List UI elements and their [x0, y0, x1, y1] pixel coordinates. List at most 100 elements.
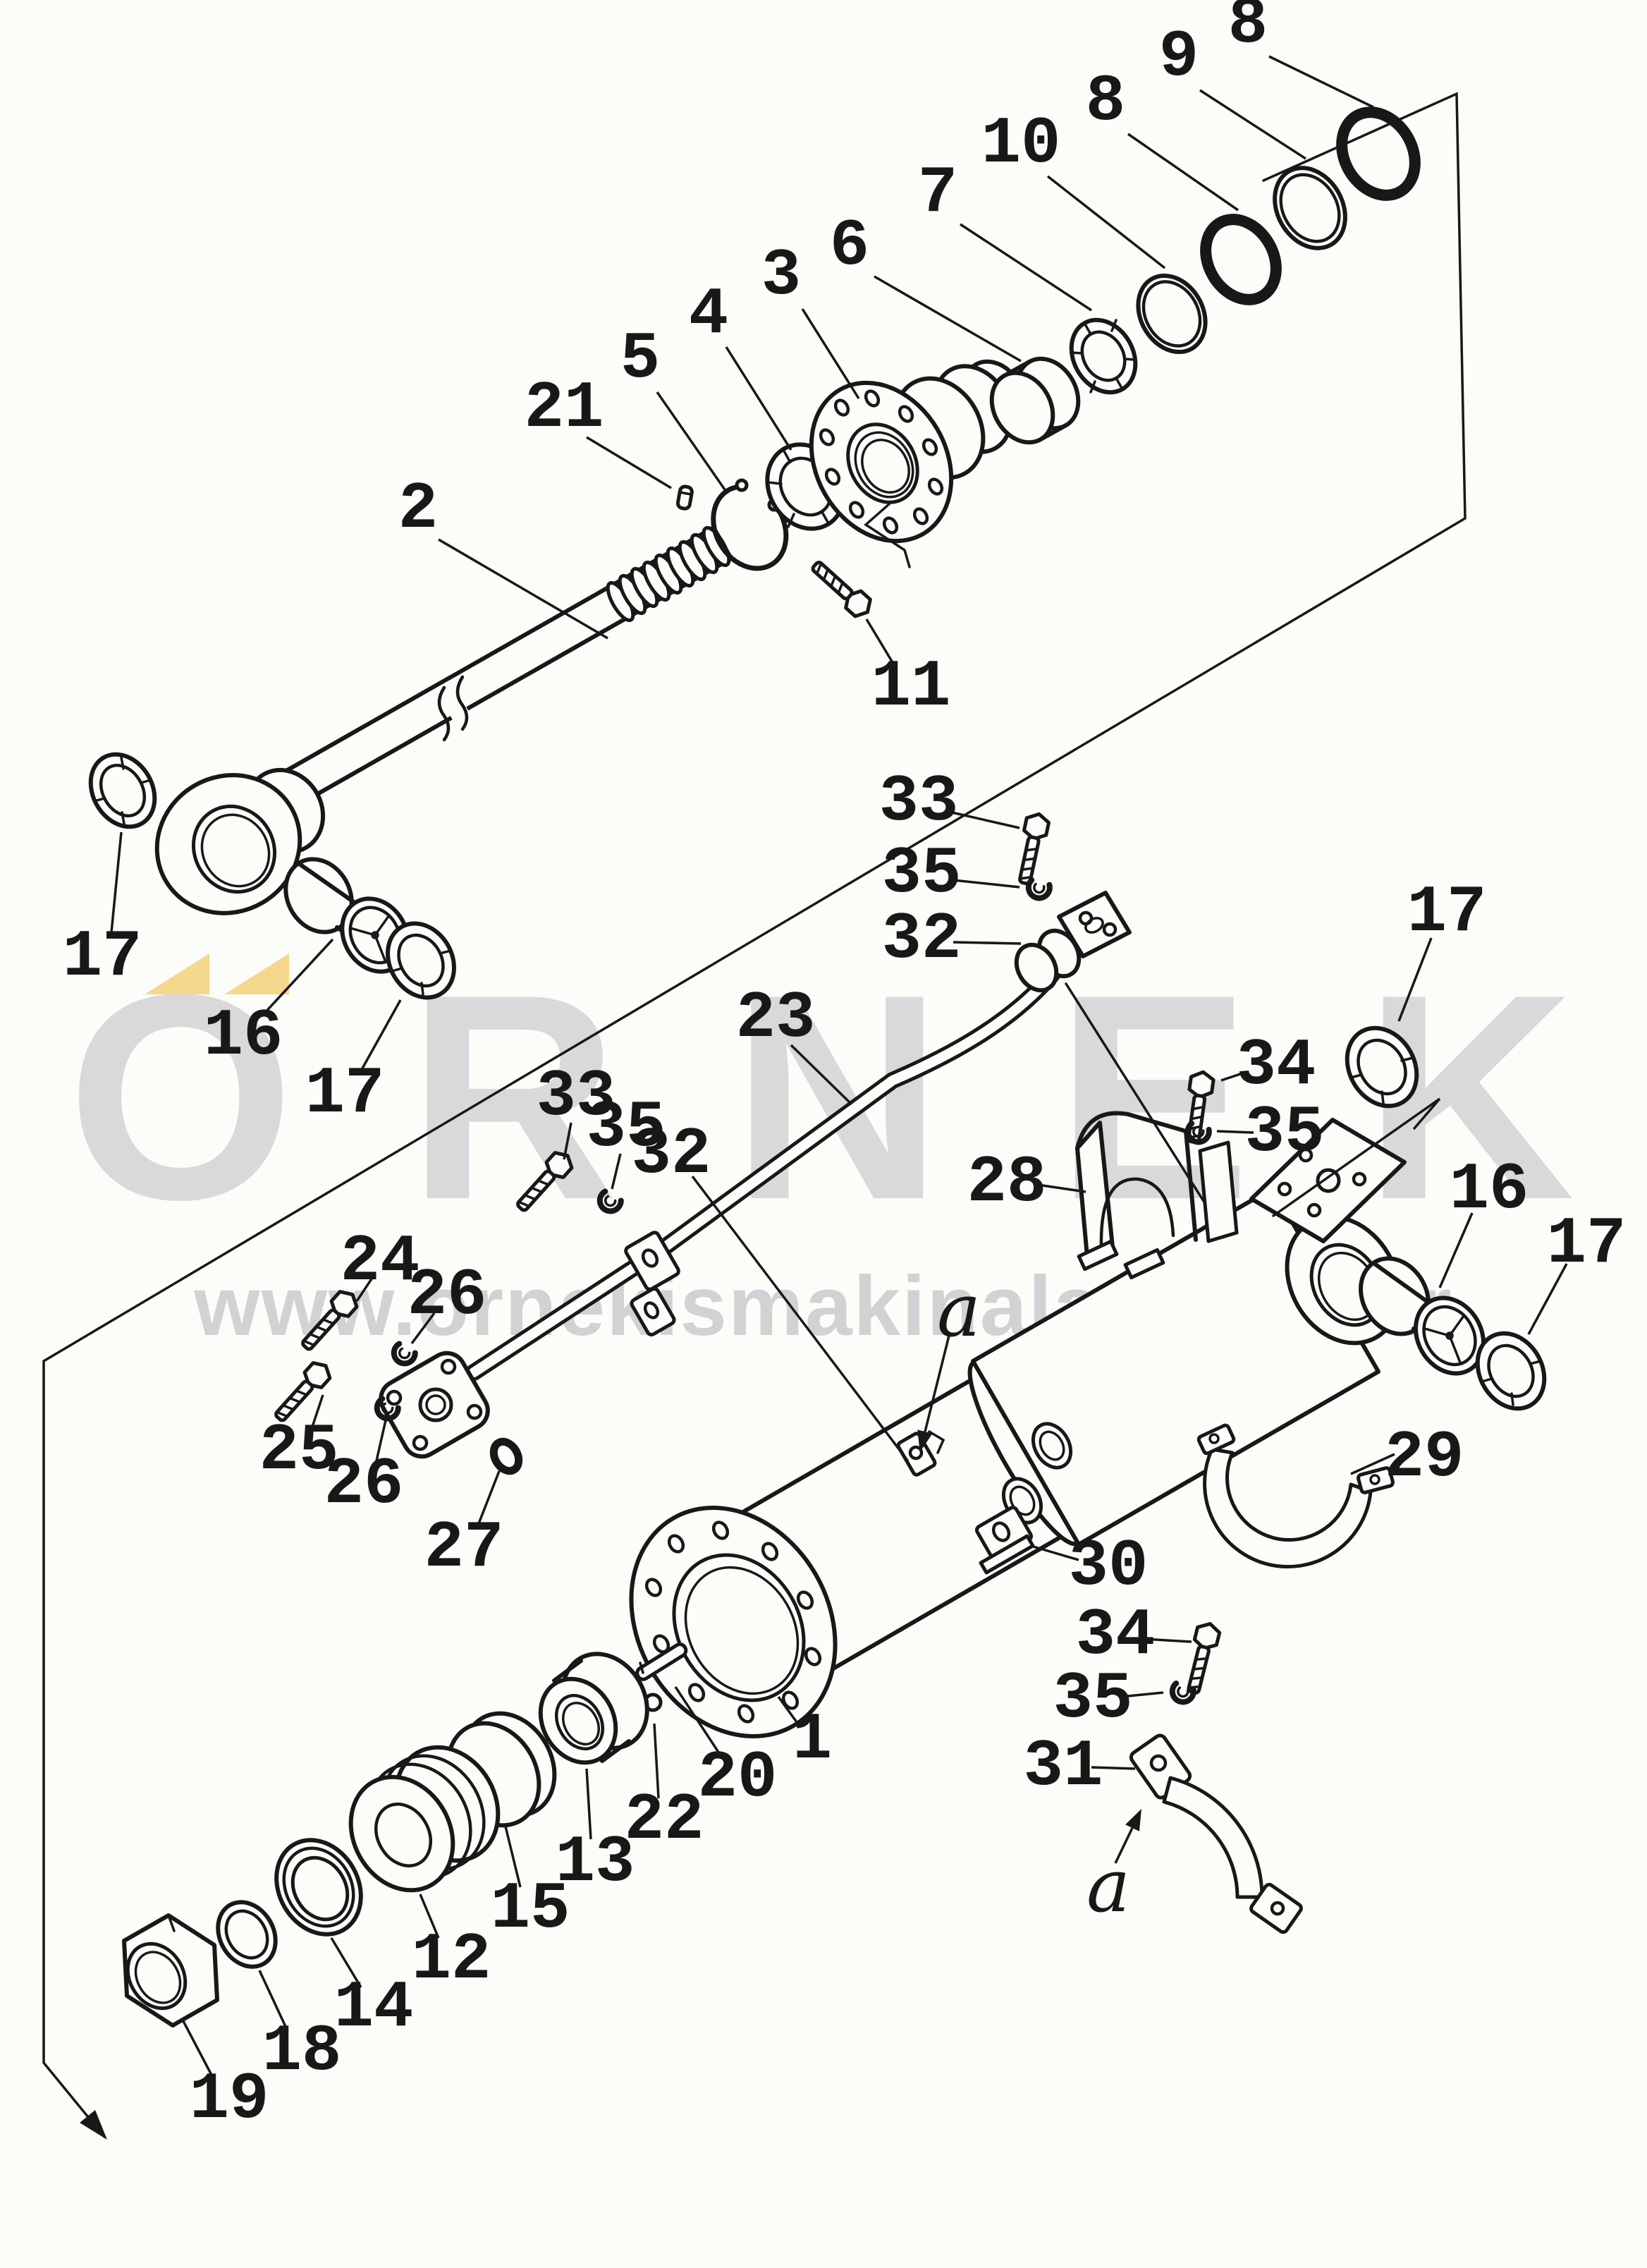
callout-leader-21	[586, 436, 672, 489]
callout-leader-34	[1143, 1638, 1192, 1643]
bolt-34-bottom	[1182, 1621, 1221, 1695]
callout-leader-8	[1127, 133, 1239, 212]
callout-leader-32	[691, 1175, 910, 1463]
bolt-11-locator-zigzag	[864, 502, 911, 568]
callout-leader-16	[261, 938, 334, 1017]
callout-leader-17	[1397, 937, 1433, 1022]
bolt-11	[807, 502, 911, 621]
panel-boundary	[42, 92, 1467, 2140]
callout-16: 16	[1450, 1153, 1529, 1228]
callout-leader-34	[1220, 1071, 1247, 1082]
cylinder-head-gland-3	[809, 359, 1027, 544]
callout-leader-35	[611, 1153, 622, 1190]
callout-leader-17	[1527, 1263, 1568, 1335]
seal-ring-17-left	[88, 752, 157, 829]
half-clamp-31	[1129, 1733, 1303, 1934]
callout-arrowhead-a	[1125, 1808, 1141, 1831]
callout-10: 10	[981, 107, 1061, 182]
callout-17: 17	[1547, 1207, 1627, 1282]
seal-ring-17-top-right	[1272, 1025, 1441, 1217]
backup-ring-10	[1136, 273, 1208, 355]
callout-leader-32	[953, 941, 1022, 945]
callout-28: 28	[967, 1146, 1047, 1221]
callout-2: 2	[398, 472, 438, 547]
callout-32: 32	[882, 903, 962, 977]
callout-19: 19	[190, 2063, 269, 2138]
callout-leader-29	[1350, 1453, 1395, 1475]
callout-30: 30	[1069, 1530, 1149, 1604]
spring-washer-35-top	[1027, 879, 1051, 900]
callout-26: 26	[408, 1259, 487, 1334]
callout-leader-19	[182, 2020, 214, 2078]
callout-24: 24	[341, 1225, 420, 1300]
callout-23: 23	[736, 982, 816, 1056]
callout-34: 34	[1237, 1029, 1316, 1104]
callout-a: a	[1086, 1843, 1130, 1929]
cylinder-head-flange	[629, 1506, 838, 1738]
pin-21	[675, 484, 694, 511]
callout-leader-35	[953, 879, 1020, 889]
callout-leader-28	[1037, 1183, 1086, 1193]
callout-34: 34	[1076, 1599, 1156, 1673]
callout-12: 12	[412, 1923, 491, 1998]
pipe-23	[465, 966, 1060, 1381]
callout-leader-26	[374, 1420, 387, 1468]
piston-seal-14	[274, 1838, 363, 1937]
callout-1: 1	[792, 1703, 832, 1778]
callout-3: 3	[761, 239, 801, 314]
callout-14: 14	[334, 1971, 414, 2046]
gland-bolt-holes	[819, 389, 944, 535]
callout-35: 35	[882, 837, 962, 912]
callout-26: 26	[324, 1448, 404, 1523]
panel-arrowhead	[80, 2110, 107, 2140]
callout-leader-11	[865, 618, 897, 668]
callout-leader-35	[1120, 1691, 1164, 1698]
callout-leader-a	[924, 1335, 950, 1432]
callout-leader-7	[960, 223, 1092, 312]
callout-33: 33	[537, 1060, 616, 1135]
callout-7: 7	[918, 157, 957, 231]
callout-leader-31	[1091, 1766, 1136, 1770]
callout-leader-30	[1030, 1544, 1079, 1561]
callout-leader-35	[1216, 1130, 1254, 1134]
seal-ring-17-bottom-right	[1475, 1331, 1547, 1411]
callout-13: 13	[556, 1826, 635, 1901]
ring-18	[216, 1900, 278, 1969]
callout-22: 22	[625, 1784, 704, 1858]
callout-32: 32	[632, 1118, 711, 1193]
o-ring-8-outer	[1336, 106, 1421, 201]
callout-leader-2	[438, 538, 608, 640]
callout-8: 8	[1086, 65, 1125, 140]
elbow-flange	[379, 1351, 490, 1459]
o-ring-8-inner	[1200, 214, 1282, 305]
callout-8: 8	[1228, 0, 1268, 62]
callout-leader-a	[1114, 1827, 1134, 1864]
callout-leader-13	[585, 1768, 592, 1840]
callout-21: 21	[525, 372, 604, 446]
callout-leader-33	[563, 1122, 573, 1160]
bushing-16-left	[283, 857, 410, 974]
rod-break-mark	[436, 675, 479, 742]
callout-leader-9	[1199, 89, 1306, 160]
callout-11: 11	[871, 650, 951, 725]
callout-leader-26	[410, 1312, 436, 1345]
bolt-33-left	[512, 1148, 576, 1216]
callout-29: 29	[1385, 1421, 1464, 1496]
callout-arrowhead-a	[917, 1429, 933, 1453]
cylinder-assembly-1	[629, 1118, 1407, 1738]
callout-31: 31	[1024, 1730, 1103, 1805]
callout-leader-33	[951, 811, 1020, 829]
collar-6	[989, 356, 1081, 445]
rod-eye	[154, 767, 326, 915]
callout-leader-25	[309, 1394, 324, 1434]
callout-20: 20	[698, 1741, 778, 1816]
callout-17: 17	[63, 920, 142, 995]
strap-29	[1196, 1423, 1395, 1568]
piston-head-13	[538, 1652, 649, 1765]
callout-leader-18	[258, 1970, 289, 2032]
ring-assembly-line	[1272, 1097, 1441, 1217]
spring-washer-26-upper	[390, 1343, 416, 1367]
callout-35: 35	[1053, 1662, 1133, 1737]
